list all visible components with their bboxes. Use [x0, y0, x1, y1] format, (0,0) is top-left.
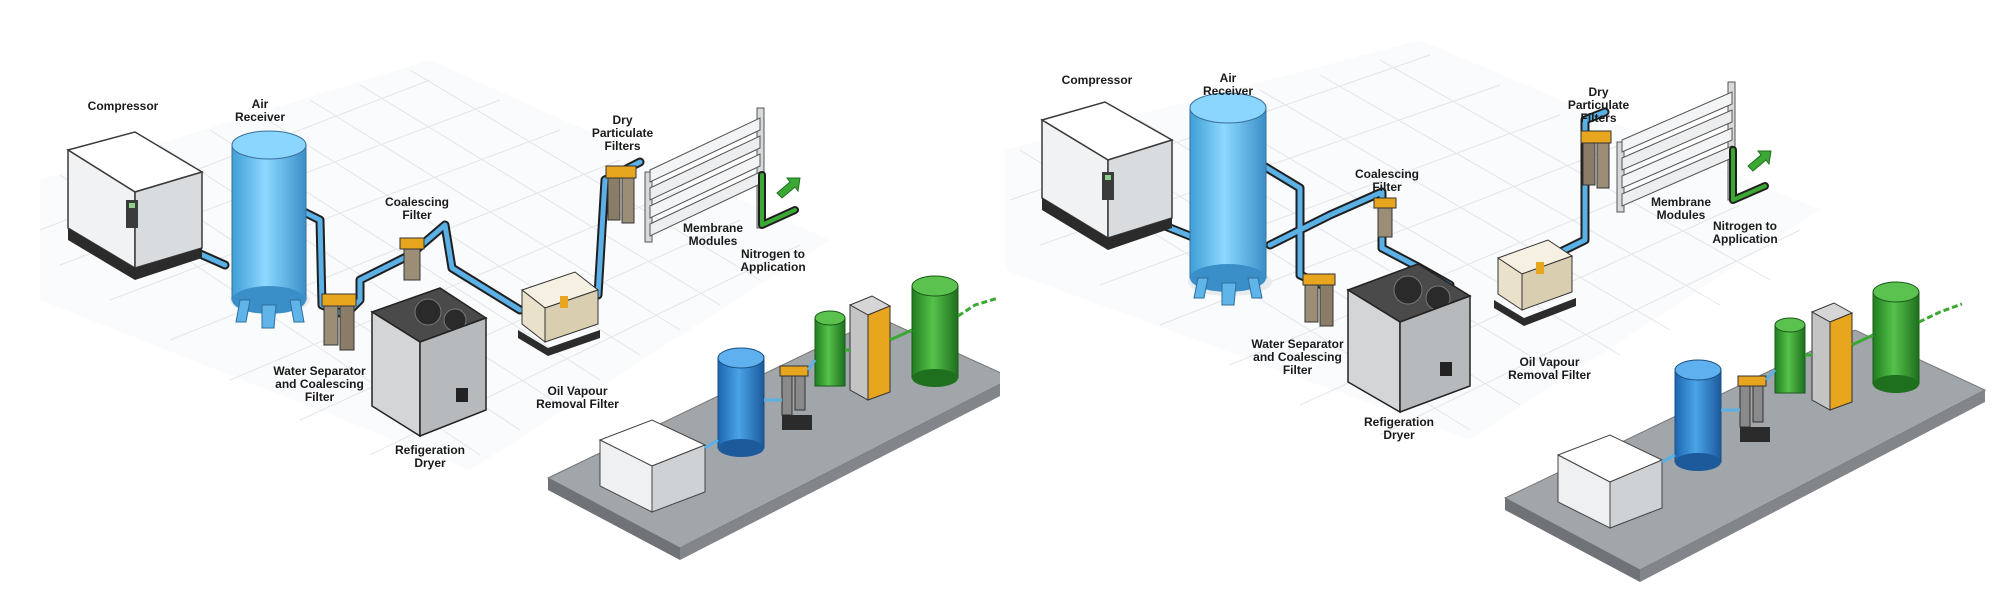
compressor — [66, 131, 204, 280]
label-refrigeration-dryer: Refigeration Dryer — [394, 443, 465, 470]
label-refrigeration-dryer: Refigeration Dryer — [1363, 415, 1434, 442]
dry-particulate-filters — [605, 165, 637, 224]
water-separator-filters — [321, 293, 357, 351]
label-nitrogen-to-application: Nitrogen to Application — [1712, 219, 1778, 246]
oil-vapour-removal-filter — [518, 271, 600, 356]
water-separator-filters — [1302, 273, 1336, 327]
label-water-separator: Water Separator and Coalescing Filter — [273, 364, 366, 404]
air-receiver-tank — [230, 130, 310, 329]
label-air-receiver: Air Receiver — [234, 97, 286, 124]
air-receiver-tank — [1188, 92, 1272, 306]
nitrogen-outlet — [758, 171, 801, 229]
membrane-modules — [644, 107, 765, 243]
installation-platform — [546, 275, 1000, 560]
coalescing-filter — [1373, 197, 1397, 238]
label-dry-particulate-filters: Dry Particulate Filters — [1567, 85, 1630, 125]
diagram-panel-left: Compressor Air Receiver Coalescing Filte… — [39, 69, 1000, 560]
label-oil-vapour-removal-filter: Oil Vapour Removal Filter — [1508, 355, 1591, 382]
label-oil-vapour-removal-filter: Oil Vapour Removal Filter — [536, 384, 619, 411]
coalescing-filter — [399, 237, 425, 281]
label-membrane-modules: Membrane Modules — [1650, 195, 1712, 222]
diagram-canvas-right — [1005, 40, 1987, 582]
label-dry-particulate-filters: Dry Particulate Filters — [591, 113, 654, 153]
label-membrane-modules: Membrane Modules — [682, 221, 744, 248]
refrigeration-dryer — [1346, 263, 1472, 414]
refrigeration-dryer — [370, 287, 488, 438]
label-nitrogen-to-application: Nitrogen to Application — [740, 247, 806, 274]
label-compressor: Compressor — [87, 99, 159, 113]
label-compressor: Compressor — [1061, 73, 1133, 87]
nitrogen-outlet — [1729, 146, 1772, 204]
oil-vapour-removal-filter — [1494, 239, 1576, 326]
label-water-separator: Water Separator and Coalescing Filter — [1251, 337, 1344, 377]
diagram-panel-right: Compressor Air Receiver Coalescing Filte… — [1000, 0, 2000, 600]
membrane-modules — [1616, 81, 1736, 213]
label-coalescing-filter: Coalescing Filter — [1354, 167, 1420, 194]
dry-particulate-filters — [1580, 130, 1612, 189]
installation-platform — [1503, 281, 1987, 582]
diagram-canvas-left — [39, 69, 1000, 560]
label-coalescing-filter: Coalescing Filter — [384, 195, 450, 222]
compressor — [1040, 101, 1174, 250]
label-air-receiver: Air Receiver — [1202, 71, 1254, 98]
